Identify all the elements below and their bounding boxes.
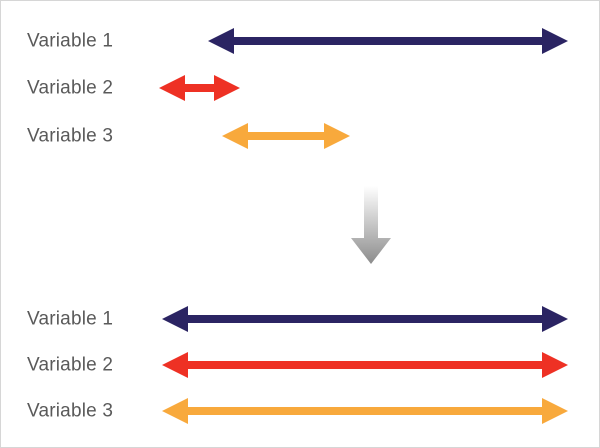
top-arrow-variable-1 xyxy=(208,28,568,54)
bottom-row-label-variable-1: Variable 1 xyxy=(27,308,114,330)
bottom-arrow-variable-2 xyxy=(162,352,568,378)
bottom-row-label-variable-3: Variable 3 xyxy=(27,400,114,422)
top-row-label-variable-3: Variable 3 xyxy=(27,125,114,147)
top-row-label-variable-2: Variable 2 xyxy=(27,77,114,99)
down-arrow-icon xyxy=(351,186,391,264)
top-arrow-variable-3 xyxy=(222,123,350,149)
bottom-arrow-variable-3 xyxy=(162,398,568,424)
bottom-arrow-variable-1 xyxy=(162,306,568,332)
bottom-row-label-variable-2: Variable 2 xyxy=(27,354,114,376)
top-arrow-variable-2 xyxy=(159,75,240,101)
top-row-label-variable-1: Variable 1 xyxy=(27,30,114,52)
